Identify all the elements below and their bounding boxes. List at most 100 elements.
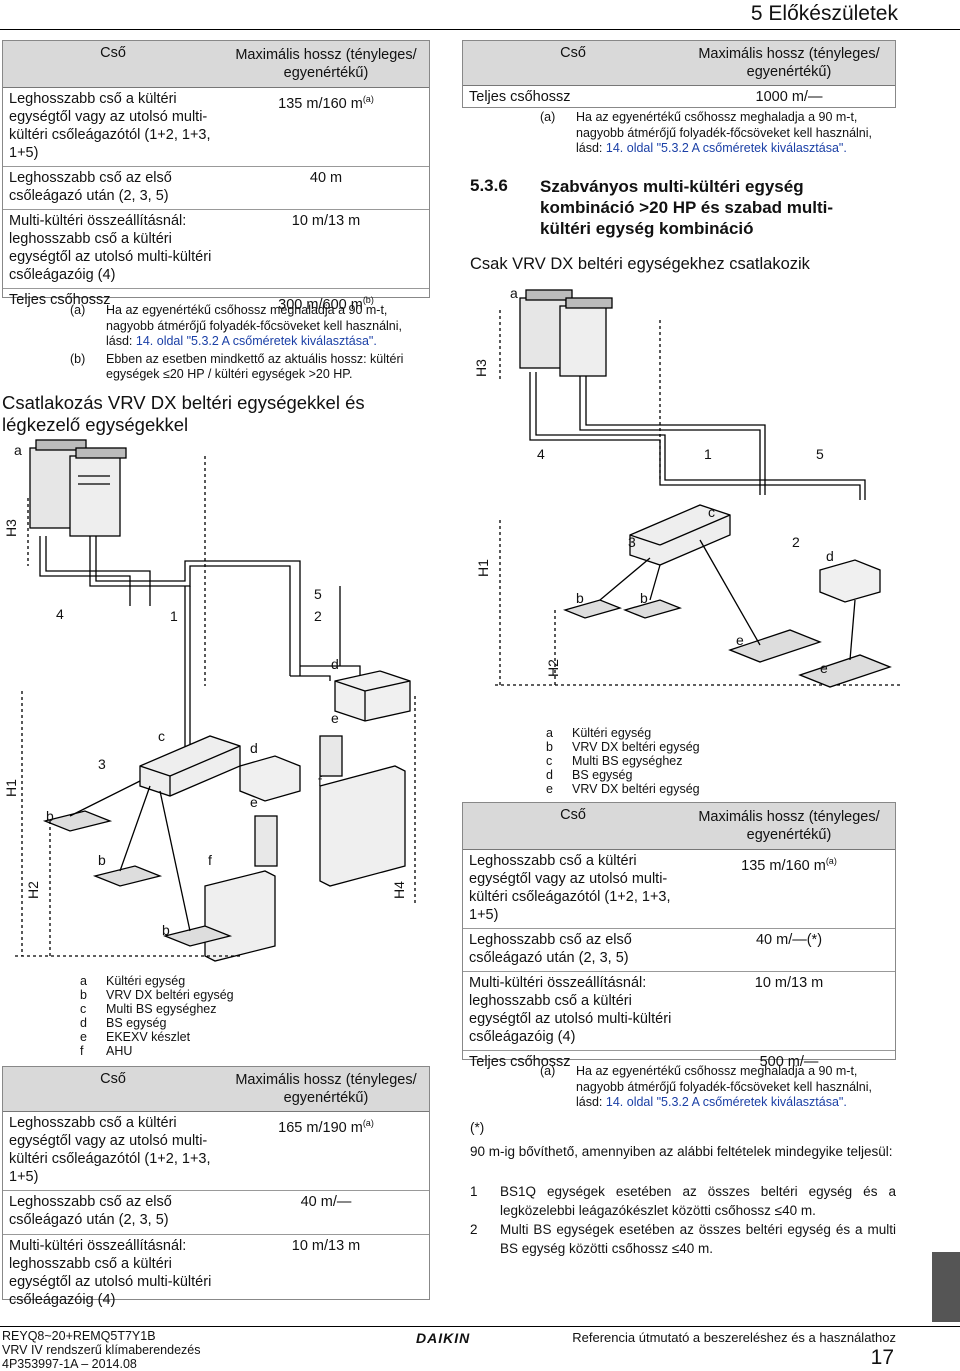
page-number: 17 (870, 1346, 894, 1369)
note-text: Ha az egyenértékű csőhossz meghaladja a … (106, 303, 403, 348)
label-4: 4 (56, 606, 64, 622)
table-3-note: (a)Ha az egyenértékű csőhossz meghaladja… (540, 110, 873, 155)
outdoor-unit-icon (29, 439, 127, 537)
table-row-value: 300 m/600 m(b) (278, 294, 374, 313)
table-row-label: Leghosszabb cső a kültéri egységtől vagy… (3, 1111, 223, 1191)
label-d: d (250, 740, 258, 756)
note-text: Ebben az esetben mindkettő az aktuális h… (106, 351, 404, 382)
spec-table-2: Cső Maximális hossz (tényleges/ egyenért… (2, 1066, 430, 1308)
table-row-value: 10 m/13 m (683, 971, 895, 1051)
note-link[interactable]: 14. oldal "5.3.2 A csőméretek kiválasztá… (605, 1095, 847, 1109)
table-row-value: 500 m/— (759, 1053, 819, 1070)
label-h1: H1 (474, 559, 491, 577)
spec-table-1: Cső Maximális hossz (tényleges/ egyenért… (2, 40, 430, 312)
label-e: e (736, 632, 744, 648)
label-a: a (14, 442, 22, 458)
table-row-label: Leghosszabb cső az első csőleágazó után … (3, 1190, 223, 1235)
label-e: e (331, 710, 339, 726)
label-3: 3 (98, 756, 106, 772)
table-4-note: (a)Ha az egyenértékű csőhossz meghaladja… (540, 1064, 873, 1109)
label-h2: H2 (544, 659, 561, 677)
col-header-maxlen: Maximális hossz (tényleges/ egyenértékű) (223, 1067, 429, 1112)
label-h2: H2 (24, 881, 41, 899)
label-h1: H1 (2, 779, 19, 797)
side-tab (932, 1252, 960, 1322)
label-b: b (162, 922, 170, 938)
conditions-intro: 90 m-ig bővíthető, amennyiben az alábbi … (470, 1144, 893, 1159)
piping-diagram-1 (15, 439, 416, 962)
section-title-left: Csatlakozás VRV DX beltéri egységekkel é… (2, 392, 365, 435)
table-row-value: 1000 m/— (755, 88, 823, 105)
label-d: d (826, 548, 834, 564)
table-row-value: 40 m (223, 166, 429, 210)
label-d: d (331, 656, 339, 672)
table-row-label: Teljes csőhossz (469, 88, 571, 105)
outdoor-unit-icon (519, 289, 613, 377)
label-1: 1 (170, 608, 178, 624)
label-f: f (318, 773, 322, 789)
piping-diagram-2 (495, 289, 900, 688)
label-b: b (640, 590, 648, 606)
label-c: c (708, 504, 715, 520)
spec-table-4: Cső Maximális hossz (tényleges/ egyenért… (462, 802, 896, 1070)
daikin-logo: DAIKIN (416, 1330, 471, 1346)
col-header-maxlen: Maximális hossz (tényleges/ egyenértékű) (683, 803, 895, 850)
table-row-value: 135 m/160 m(a) (683, 849, 895, 929)
label-c: c (158, 728, 165, 744)
note-link[interactable]: 14. oldal "5.3.2 A csőméretek kiválasztá… (605, 141, 847, 155)
label-e: e (250, 794, 258, 810)
col-header-pipe: Cső (3, 41, 223, 88)
spec-table-3: Cső Maximális hossz (tényleges/ egyenért… (462, 40, 896, 108)
label-b: b (576, 590, 584, 606)
label-h4: H4 (390, 881, 407, 899)
label-5: 5 (314, 586, 322, 602)
section-number: 5.3.6 (470, 176, 508, 195)
chapter-title: 5 Előkészületek (750, 2, 898, 25)
footer-divider (0, 1326, 960, 1327)
label-b: b (98, 852, 106, 868)
bs-unit-icon (334, 670, 411, 722)
table-row-label: Leghosszabb cső a kültéri egységtől vagy… (3, 87, 223, 167)
col-header-pipe: Cső (3, 1067, 223, 1112)
footer-left: REYQ8~20+REMQ5T7Y1B VRV IV rendszerű klí… (2, 1329, 201, 1371)
table-row-label: Leghosszabb cső az első csőleágazó után … (3, 166, 223, 210)
table-row-label: Multi-kültéri összeállításnál: leghossza… (3, 209, 223, 289)
label-e: e (820, 660, 828, 676)
table-row-label: Teljes csőhossz (469, 1053, 571, 1070)
label-h3: H3 (472, 359, 489, 377)
note-tag: (a) (70, 303, 86, 317)
col-header-pipe: Cső (463, 41, 683, 86)
label-f: f (208, 852, 212, 868)
label-1: 1 (704, 446, 712, 462)
note-link[interactable]: 14. oldal "5.3.2 A csőméretek kiválasztá… (135, 334, 377, 348)
table-row-label: Leghosszabb cső a kültéri egységtől vagy… (463, 849, 683, 929)
table-row-value: 165 m/190 m(a) (223, 1111, 429, 1191)
page-header (0, 0, 960, 30)
table-row-label: Leghosszabb cső az első csőleágazó után … (463, 928, 683, 972)
table-row-label: Multi-kültéri összeállításnál: leghossza… (9, 1237, 212, 1308)
col-header-maxlen: Maximális hossz (tényleges/ egyenértékű) (223, 41, 429, 88)
label-2: 2 (792, 534, 800, 550)
label-a: a (510, 285, 518, 301)
col-header-maxlen: Maximális hossz (tényleges/ egyenértékű) (683, 41, 895, 86)
section-subtitle: Csak VRV DX beltéri egységekhez csatlako… (470, 255, 810, 273)
star-tag: (*) (470, 1120, 485, 1135)
label-3: 3 (628, 534, 636, 550)
label-h3: H3 (2, 519, 19, 537)
note-tag: (b) (70, 351, 86, 366)
table-row-label: Teljes csőhossz (9, 291, 111, 308)
table-row-value: 135 m/160 m(a) (223, 87, 429, 167)
table-row-label: Multi-kültéri összeállításnál: leghossza… (463, 971, 683, 1051)
col-header-pipe: Cső (463, 803, 683, 850)
table-row-value: 40 m/—(*) (683, 928, 895, 972)
table-row-value: 10 m/13 m (223, 209, 429, 289)
section-title-right: Szabványos multi-kültéri egység kombinác… (540, 177, 834, 238)
label-2: 2 (314, 608, 322, 624)
table-row-value: 40 m/— (223, 1190, 429, 1235)
table-1-notes: (a) Ha az egyenértékű csőhossz meghaladja… (70, 303, 430, 385)
label-5: 5 (816, 446, 824, 462)
